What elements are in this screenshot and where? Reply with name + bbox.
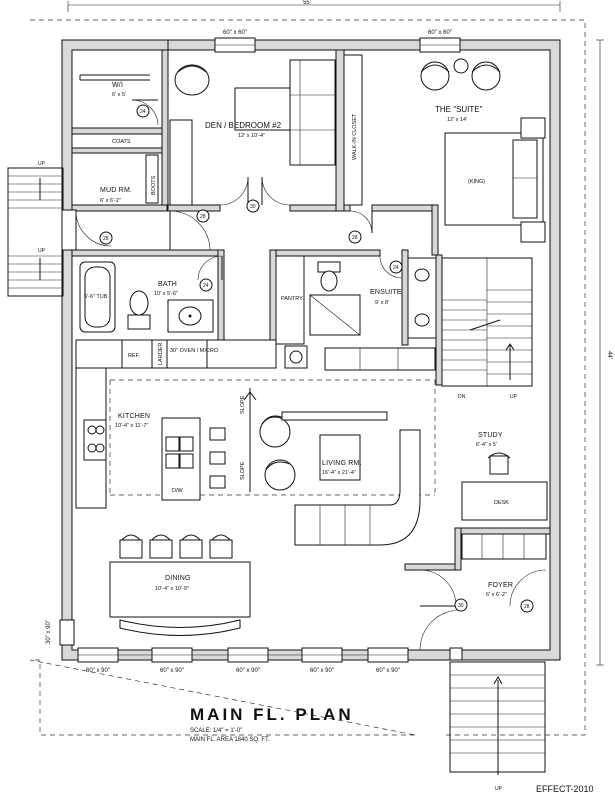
suite-furniture <box>420 58 546 243</box>
oven-label: 30" OVEN / MICRO <box>170 348 219 354</box>
dimension-lines <box>67 1 604 666</box>
foyer-room-size: 6' x 6'-2" <box>486 592 507 598</box>
stairs-down-label: DN <box>458 394 466 400</box>
window-openings <box>59 37 461 663</box>
side-up-label-bottom: UP <box>38 248 46 254</box>
overall-width-label: 55' <box>303 0 311 6</box>
door-tag-8: 24 <box>393 265 399 271</box>
plan-area: MAIN FL. AREA 1840 SQ. FT. <box>190 737 270 743</box>
kitchen-room-name: KITCHEN <box>118 413 150 420</box>
door-tag-2: 28 <box>200 214 206 220</box>
plan-title: MAIN FL. PLAN <box>190 705 354 724</box>
wi-room-name: W/I <box>112 82 123 89</box>
overall-depth-label: 44' <box>606 351 612 359</box>
mud-room-size: 6' x 6'-2" <box>100 198 121 204</box>
king-bed-label: (KING) <box>468 179 485 185</box>
tub-label: 5'-6" TUB <box>84 294 108 300</box>
coats-label: COATS <box>112 139 131 145</box>
mud-room-fixtures <box>145 154 159 204</box>
door-swings <box>75 40 547 651</box>
front-steps <box>449 647 546 775</box>
roof-outline <box>29 19 586 736</box>
side-deck-steps <box>7 167 77 297</box>
ensuite-fixtures <box>275 255 437 345</box>
window-bottom-5-label: 60" x 90" <box>376 668 400 674</box>
door-tag-4: 28 <box>352 235 358 241</box>
window-bottom-3-label: 60" x 90" <box>236 668 260 674</box>
mud-room-name: MUD RM. <box>100 187 132 194</box>
study-room-name: STUDY <box>478 432 503 439</box>
wi-closet <box>79 74 150 81</box>
window-top-left-label: 60" x 60" <box>223 30 247 36</box>
foyer-room-name: FOYER <box>488 582 513 589</box>
ensuite-room-size: 9' x 8' <box>375 300 389 306</box>
bath-fixtures <box>79 261 214 333</box>
ensuite-room-name: ENSUITE <box>370 289 402 296</box>
window-bottom-4-label: 60" x 90" <box>310 668 334 674</box>
bath-room-size: 10' x 5'-6" <box>154 291 178 297</box>
dining-room-name: DINING <box>165 575 191 582</box>
den-room-name: DEN / BEDROOM #2 <box>205 121 282 130</box>
door-tag-1: 24 <box>140 109 146 115</box>
window-top-right-label: 60" x 60" <box>428 30 452 36</box>
desk-label: DESK <box>494 500 509 506</box>
credit-label: EFFECT-2010 <box>536 784 594 794</box>
window-bottom-2-label: 60" x 90" <box>160 668 184 674</box>
living-room-size: 16'-4" x 21'-4" <box>322 470 356 476</box>
den-furniture <box>169 54 363 206</box>
study-room-size: 6'-4" x 5' <box>476 442 497 448</box>
living-room-name: LIVING RM. <box>322 460 362 467</box>
walkin-closet-label: WALK-IN CLOSET <box>352 113 358 160</box>
door-tag-6: 24 <box>203 283 209 289</box>
door-tag-7: 30 <box>458 603 464 609</box>
suite-room-size: 12' x 14' <box>447 117 467 123</box>
foyer-bench <box>461 533 547 560</box>
suite-room-name: THE "SUITE" <box>435 105 483 114</box>
dishwasher-label: D/W <box>172 488 184 494</box>
larder-label: LARDER <box>158 343 164 365</box>
door-tag-5: 28 <box>103 236 109 242</box>
side-up-label-top: UP <box>38 161 46 167</box>
front-steps-up-label: UP <box>495 786 503 792</box>
bath-room-name: BATH <box>158 281 177 288</box>
kitchen-island <box>161 417 226 501</box>
window-bottom-1-label: 60" x 90" <box>86 668 110 674</box>
door-tags <box>99 104 534 613</box>
kitchen-room-size: 10'-4" x 11'-7" <box>115 423 148 429</box>
slope-top-label: SLOPE <box>240 395 246 414</box>
study-furniture <box>461 452 548 521</box>
kitchen-counters <box>75 339 436 509</box>
dining-furniture <box>109 534 251 636</box>
living-room-furniture <box>243 388 421 546</box>
exterior-walls <box>61 39 561 661</box>
plan-scale: SCALE: 1/4" = 1'-0" <box>190 728 243 734</box>
pantry-label: PANTRY <box>281 296 303 302</box>
dining-room-size: 10'-4" x 10'-9" <box>155 586 189 592</box>
den-room-size: 12' x 10'-4" <box>238 133 265 139</box>
slope-left-label: SLOPE <box>240 461 246 480</box>
door-tag-9: 28 <box>524 604 530 610</box>
boots-label: BOOTS <box>151 175 157 195</box>
stairs <box>441 257 533 387</box>
stairs-up-label: UP <box>510 394 518 400</box>
wi-room-size: 6' x 5' <box>112 92 126 98</box>
ref-label: REF. <box>128 353 140 359</box>
window-side-label: 30" x 90" <box>46 620 52 644</box>
door-tag-3: 30 <box>250 204 256 210</box>
